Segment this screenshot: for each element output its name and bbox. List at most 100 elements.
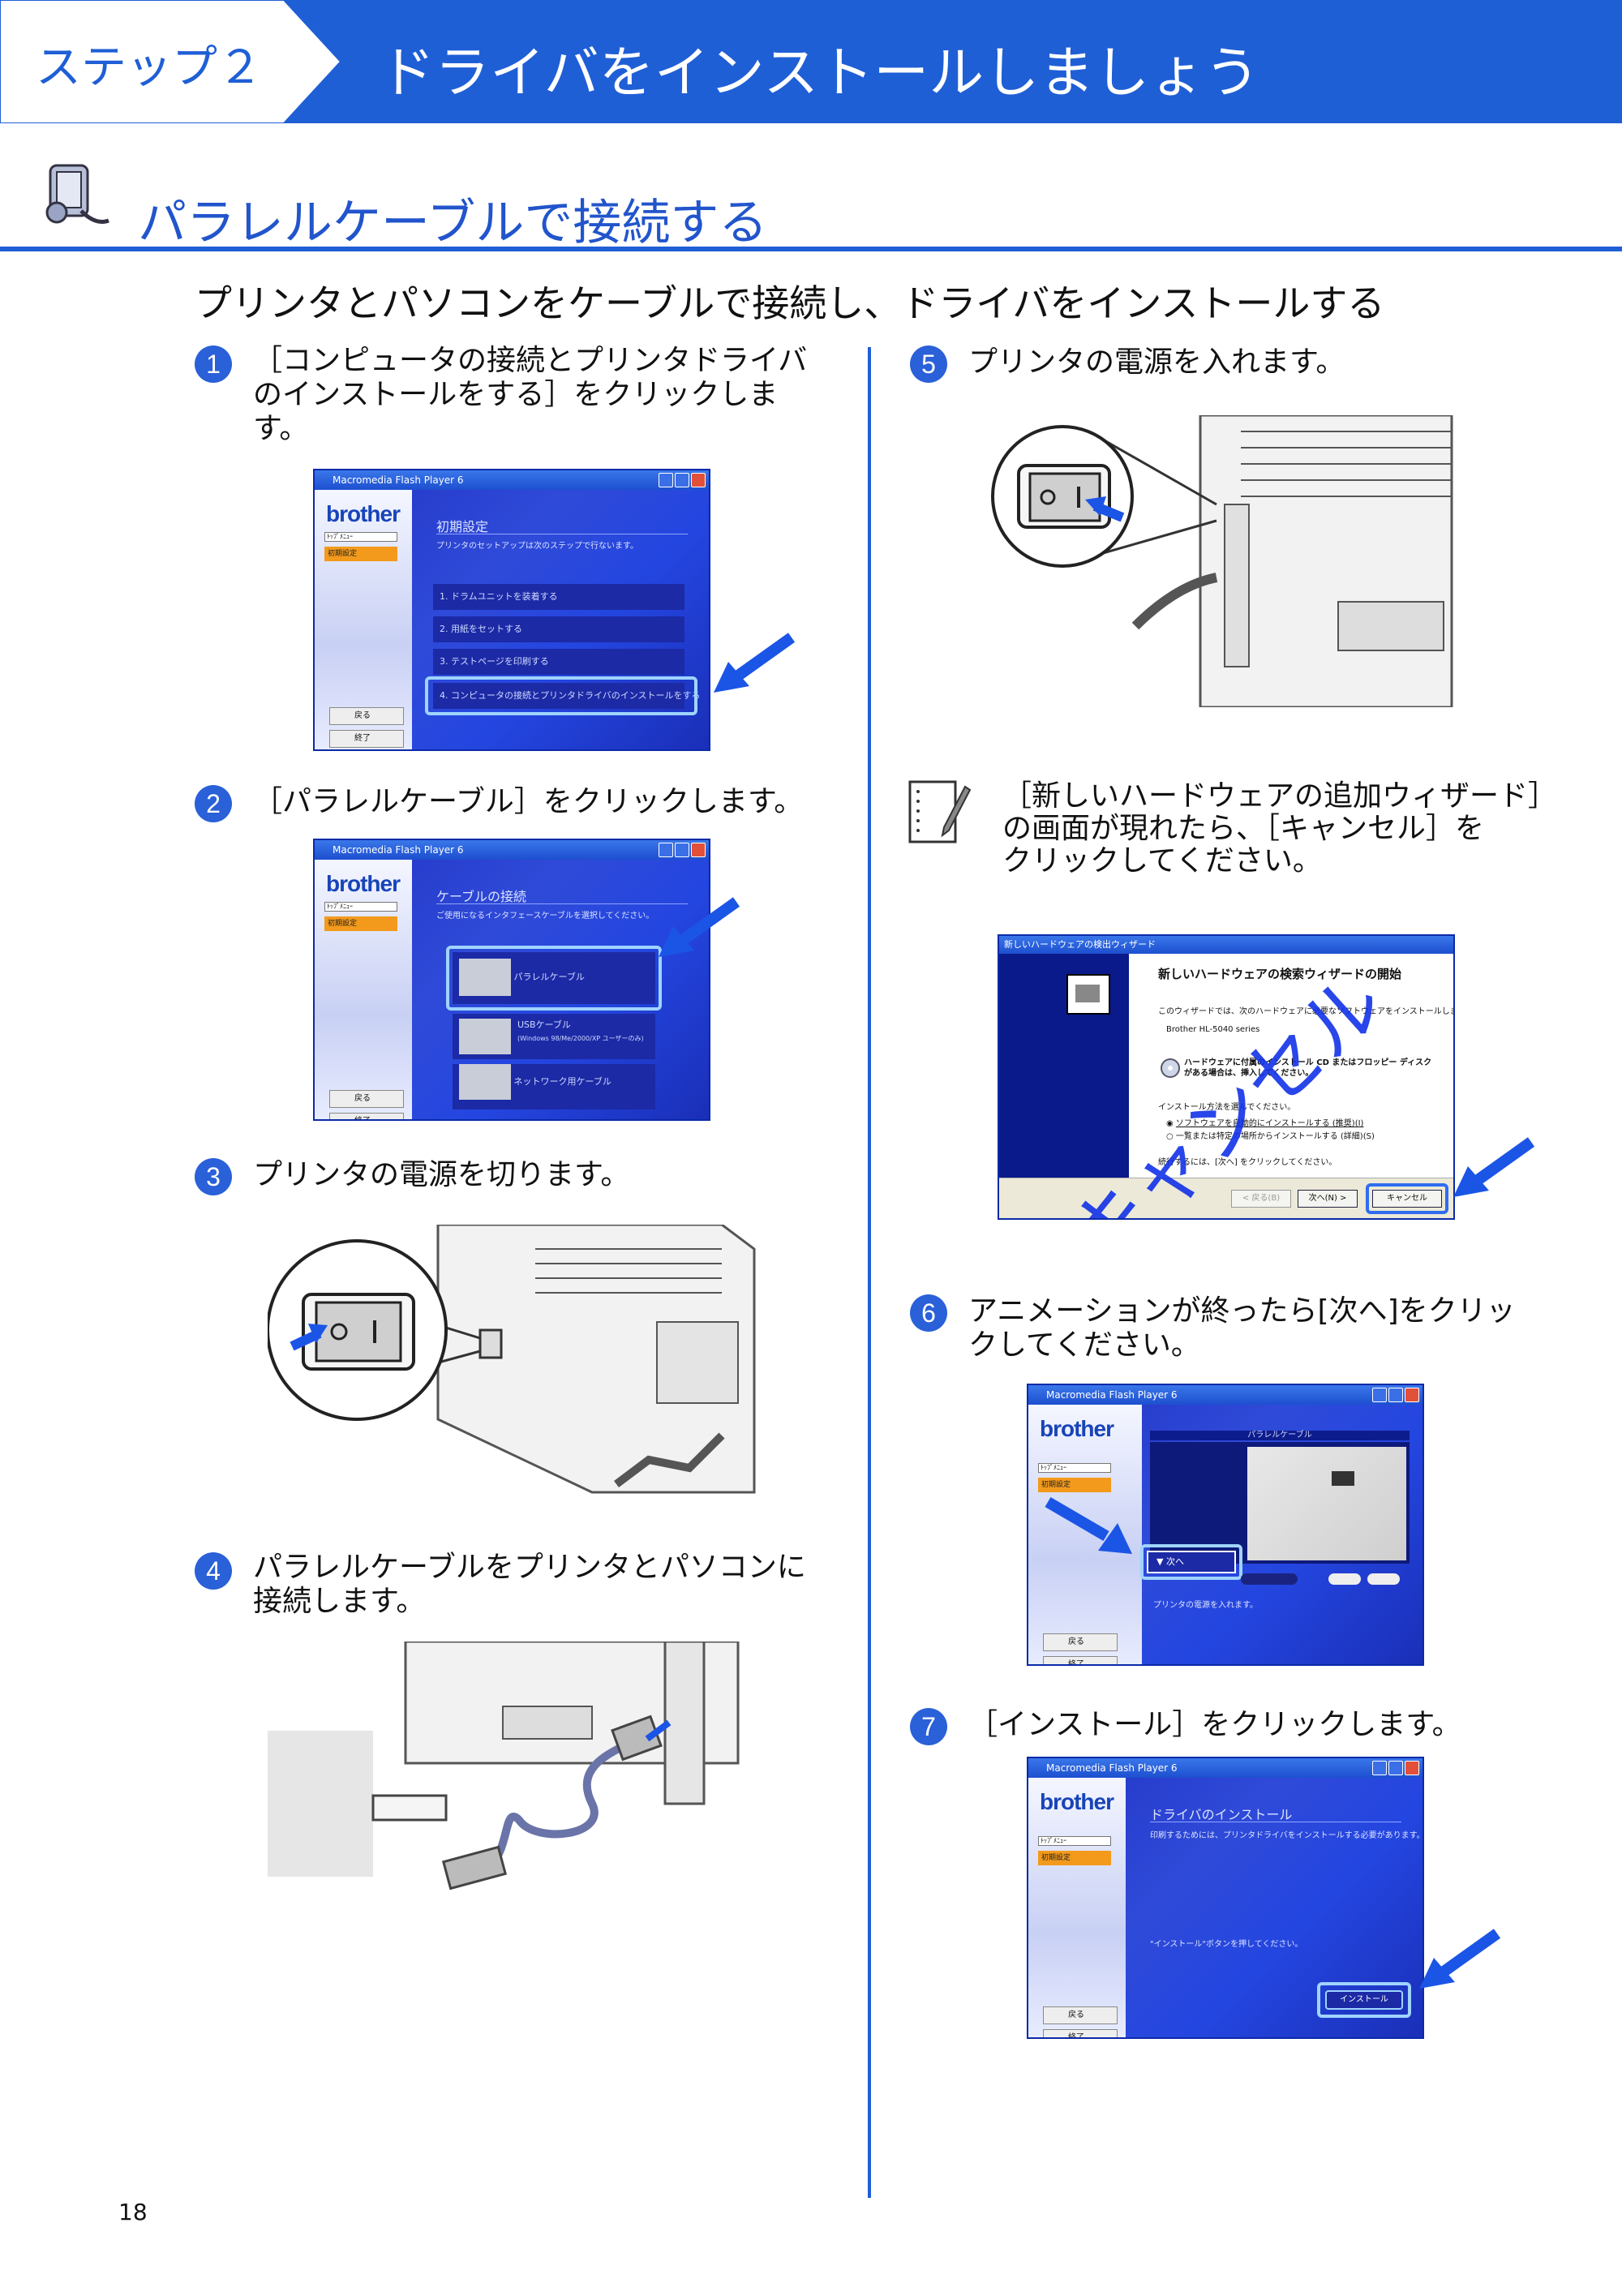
animation-frame (1150, 1442, 1410, 1564)
triangle-down-icon: ▼ (1156, 1556, 1164, 1567)
cable-connection-illustration (268, 1642, 740, 1890)
cable-option-usb[interactable]: USBケーブル (Windows 98/Me/2000/XP ユーザーのみ) (453, 1014, 655, 1059)
menu-top[interactable]: ﾄｯﾌﾟﾒﾆｭｰ (324, 902, 397, 912)
menu-initial-setup[interactable]: 初期設定 (1038, 1851, 1111, 1865)
playback-controls[interactable] (1241, 1573, 1298, 1585)
memo-pencil-icon (908, 780, 972, 843)
back-button[interactable]: 戻る (329, 707, 404, 725)
cd-icon (1161, 1058, 1180, 1078)
wizard-back-button[interactable]: < 戻る(B) (1231, 1190, 1291, 1208)
maximize-icon[interactable] (1388, 1388, 1403, 1402)
step-number: 6 (910, 1294, 947, 1332)
highlight-box (1140, 1544, 1242, 1580)
cable-option-parallel[interactable]: パラレルケーブル (453, 952, 655, 1004)
step-number: 4 (195, 1552, 232, 1590)
brother-logo: brother (1040, 1789, 1114, 1814)
back-button[interactable]: 戻る (329, 1090, 404, 1108)
highlight-box (446, 946, 662, 1011)
window-titlebar: Macromedia Flash Player 6 (315, 470, 709, 490)
hardware-icon (1066, 974, 1110, 1015)
menu-item-drum[interactable]: 1. ドラムユニットを装着する (433, 584, 684, 610)
menu-top[interactable]: ﾄｯﾌﾟﾒﾆｭｰ (1038, 1836, 1111, 1846)
menu-item-testpage[interactable]: 3. テストページを印刷する (433, 649, 684, 675)
menu-initial-setup[interactable]: 初期設定 (1038, 1478, 1111, 1492)
radio-manual-install[interactable]: ○ 一覧または特定の場所からインストールする (詳細)(S) (1166, 1132, 1375, 1141)
step-text: パラレルケーブルをプリンタとパソコンに 接続します。 (253, 1551, 806, 1618)
menu-top[interactable]: ﾄｯﾌﾟﾒﾆｭｰ (1038, 1463, 1111, 1473)
printer-power-on-illustration (991, 415, 1453, 707)
animation-banner: パラレルケーブル (1150, 1431, 1410, 1440)
install-button[interactable]: インストール (1325, 1990, 1403, 2010)
minimize-icon[interactable] (659, 473, 673, 487)
printer-photo (1247, 1447, 1406, 1560)
hardware-wizard-window: 新しいハードウェアの検出ウィザード 新しいハードウェアの検索ウィザードの開始 こ… (998, 934, 1455, 1220)
menu-initial-setup[interactable]: 初期設定 (324, 547, 397, 561)
parallel-cable-icon (45, 164, 109, 224)
section-title: パラレルケーブルで接続する (138, 195, 768, 251)
step-text: ［コンピュータの接続とプリンタドライバ のインストールをする］をクリックしま す… (253, 344, 808, 445)
pointer-arrow-icon (1453, 1137, 1535, 1197)
wizard-titlebar: 新しいハードウェアの検出ウィザード (999, 936, 1453, 954)
highlight-box (1317, 1982, 1411, 2018)
parallel-cable-thumb (459, 959, 511, 996)
step-text: アニメーションが終ったら[次へ]をクリッ クしてください。 (968, 1294, 1516, 1362)
wizard-sidebar (999, 954, 1129, 1178)
wizard-cancel-button[interactable]: キャンセル (1372, 1190, 1442, 1208)
screen-subtitle: プリンタのセットアップは次のステップで行ないます。 (436, 542, 638, 551)
step-text: ［インストール］をクリックします。 (968, 1708, 1461, 1741)
close-icon[interactable] (691, 843, 706, 857)
maximize-icon[interactable] (675, 843, 689, 857)
page-title: ドライバをインストールしましょう (380, 41, 1260, 105)
brother-logo: brother (326, 501, 401, 526)
screen-title: ケーブルの接続 (436, 889, 527, 904)
brother-logo: brother (1040, 1416, 1114, 1441)
maximize-icon[interactable] (1388, 1761, 1403, 1775)
brother-logo: brother (326, 871, 401, 896)
minimize-icon[interactable] (1372, 1761, 1387, 1775)
back-button[interactable]: 戻る (1043, 2006, 1118, 2024)
close-icon[interactable] (1405, 1761, 1419, 1775)
highlight-box (1366, 1183, 1448, 1214)
printer-power-off-illustration (268, 1225, 756, 1494)
step-number: 3 (195, 1158, 232, 1195)
usb-cable-thumb (459, 1019, 511, 1054)
step-label: ステップ２ (36, 41, 263, 94)
step-text: ［パラレルケーブル］をクリックします。 (253, 785, 804, 818)
exit-button[interactable]: 終了 (329, 730, 404, 748)
step-number: 2 (195, 785, 232, 822)
menu-top[interactable]: ﾄｯﾌﾟﾒﾆｭｰ (324, 532, 397, 542)
section-subtitle: プリンタとパソコンをケーブルで接続し、ドライバをインストールする (195, 281, 1385, 325)
screen-title: ドライバのインストール (1150, 1807, 1293, 1822)
exit-button[interactable]: 終了 (1043, 1656, 1118, 1664)
flash-window-cable: Macromedia Flash Player 6 brother ﾄｯﾌﾟﾒﾆ… (313, 839, 710, 1121)
maximize-icon[interactable] (675, 473, 689, 487)
close-icon[interactable] (691, 473, 706, 487)
wizard-next-button[interactable]: 次へ(N) > (1298, 1190, 1358, 1208)
screen-subtitle: ご使用になるインタフェースケーブルを選択してください。 (436, 912, 654, 921)
exit-button[interactable]: 終了 (1043, 2029, 1118, 2037)
menu-initial-setup[interactable]: 初期設定 (324, 916, 397, 931)
radio-auto-install[interactable]: ◉ ソフトウェアを自動的にインストールする (推奨)(I) (1166, 1119, 1364, 1128)
column-divider (868, 347, 871, 2198)
menu-item-paper[interactable]: 2. 用紙をセットする (433, 616, 684, 642)
exit-button[interactable]: 終了 (329, 1113, 404, 1119)
pointer-arrow-icon (1419, 1929, 1501, 1989)
radio-icon: ○ (1166, 1132, 1174, 1141)
wizard-heading: 新しいハードウェアの検索ウィザードの開始 (1158, 967, 1402, 981)
close-icon[interactable] (1405, 1388, 1419, 1402)
cable-option-network[interactable]: ネットワーク用ケーブル (453, 1064, 655, 1109)
next-button[interactable]: ▼ 次へ (1147, 1551, 1236, 1573)
back-button[interactable]: 戻る (1043, 1633, 1118, 1651)
step-text: プリンタの電源を切ります。 (253, 1158, 630, 1191)
menu-item-install-driver[interactable]: 4. コンピュータの接続とプリンタドライバのインストールをする (433, 683, 701, 709)
radio-selected-icon: ◉ (1166, 1119, 1174, 1128)
minimize-icon[interactable] (1372, 1388, 1387, 1402)
prev-chapter-button[interactable] (1328, 1573, 1361, 1585)
next-chapter-button[interactable] (1367, 1573, 1400, 1585)
flash-window-setup: Macromedia Flash Player 6 brother ﾄｯﾌﾟﾒﾆ… (313, 469, 710, 751)
step-tab (0, 0, 341, 123)
step-text: プリンタの電源を入れます。 (968, 345, 1345, 379)
minimize-icon[interactable] (659, 843, 673, 857)
step-number: 5 (910, 345, 947, 383)
step-number: 1 (195, 345, 232, 383)
